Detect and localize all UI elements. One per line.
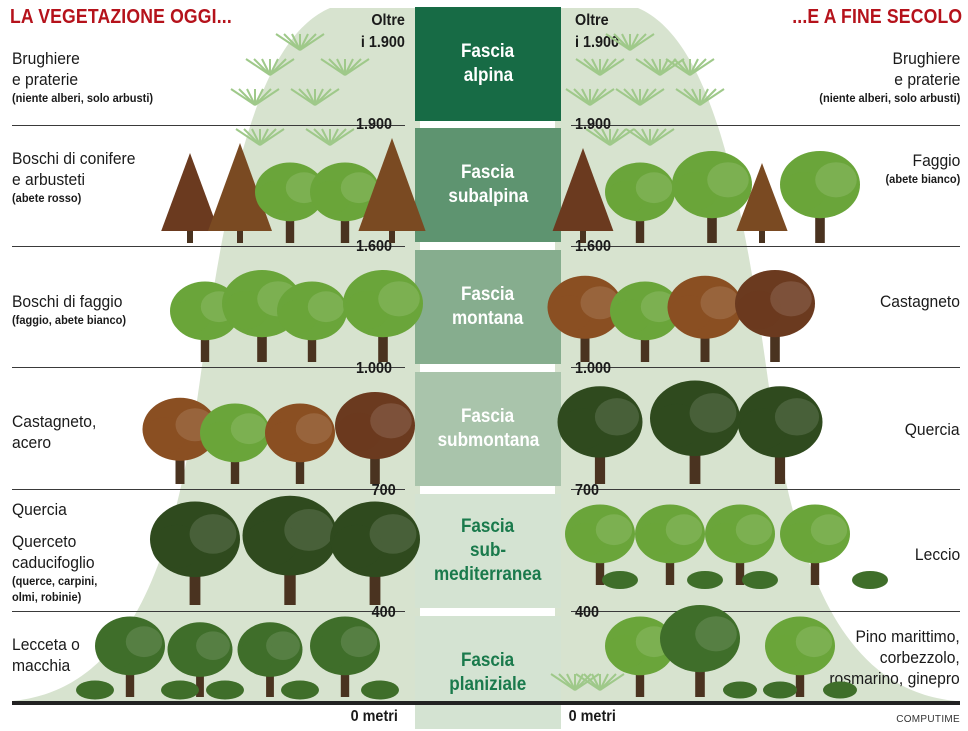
credit: COMPUTIME <box>896 714 960 725</box>
label-right-castagneto-l1: Castagneto <box>880 292 960 311</box>
band-montana-line1: Fascia <box>461 284 515 305</box>
label-right-pino-l1: Pino marittimo, <box>855 627 960 646</box>
label-left-faggio-l1: Boschi di faggio <box>12 292 123 311</box>
band-alpina: Fascia alpina <box>415 7 561 121</box>
divider-400-left <box>12 611 405 612</box>
altitude-top-left: Oltre i 1.900 <box>361 10 405 54</box>
divider-400-right <box>571 611 960 612</box>
divider-700-right <box>571 489 960 490</box>
band-montana-line2: montana <box>452 308 524 329</box>
band-planiziale-line1: Fascia <box>461 649 515 671</box>
label-right-faggio-sub: (abete bianco) <box>885 172 960 186</box>
band-subalpina-line2: subalpina <box>448 186 528 207</box>
ground-line <box>12 701 960 705</box>
altitude-700-left: 700 <box>371 482 396 499</box>
label-left-quercia-l1: Quercia <box>12 500 67 519</box>
label-left-quercia: Quercia <box>12 499 67 520</box>
band-submed-line2: sub- <box>469 540 507 561</box>
band-submontana: Fascia submontana <box>415 372 561 486</box>
label-right-leccio: Leccio <box>915 544 960 565</box>
label-left-castagneto: Castagneto, acero <box>12 411 96 453</box>
label-right-castagneto: Castagneto <box>880 291 960 312</box>
zero-label-left: 0 metri <box>350 708 398 725</box>
band-alpina-line1: Fascia <box>461 41 515 62</box>
band-alpina-line2: alpina <box>463 65 513 86</box>
band-submontana-line2: submontana <box>437 430 539 451</box>
label-left-querceto-l2: caducifoglio <box>12 553 95 572</box>
altitude-400-right: 400 <box>575 604 600 621</box>
band-submediterranea: Fascia sub- mediterranea <box>415 494 561 608</box>
label-left-faggio-sub: (faggio, abete bianco) <box>12 313 127 327</box>
band-submed-line1: Fascia <box>461 516 515 537</box>
altitude-top-right-line1: Oltre <box>575 12 609 29</box>
altitude-top-left-line1: Oltre <box>371 12 405 29</box>
label-left-brughiere-l2: e praterie <box>12 70 79 89</box>
label-left-lecceta-l1: Lecceta o <box>12 635 80 654</box>
altitude-1900-left: 1.900 <box>356 116 393 133</box>
band-montana: Fascia montana <box>415 250 561 364</box>
altitude-1600-left: 1.600 <box>356 238 393 255</box>
band-submed-line3: mediterranea <box>434 564 542 585</box>
divider-700-left <box>12 489 405 490</box>
title-left: LA VEGETAZIONE OGGI... <box>10 6 232 28</box>
label-right-quercia: Quercia <box>905 419 960 440</box>
label-left-conifere-l2: e arbusteti <box>12 170 86 189</box>
label-right-quercia-l1: Quercia <box>905 420 960 439</box>
divider-1600-right <box>571 246 960 247</box>
label-left-brughiere: Brughiere e praterie (niente alberi, sol… <box>12 48 153 106</box>
altitude-1000-right: 1.000 <box>575 360 612 377</box>
label-left-querceto: Querceto caducifoglio (querce, carpini, … <box>12 531 97 605</box>
label-right-brughiere-l1: Brughiere <box>892 49 960 68</box>
label-left-castagneto-l1: Castagneto, <box>12 412 97 431</box>
label-left-brughiere-l1: Brughiere <box>12 49 80 68</box>
zero-label-right: 0 metri <box>568 708 616 725</box>
title-right: ...E A FINE SECOLO <box>791 6 962 28</box>
band-planiziale-line2: planiziale <box>449 673 527 695</box>
label-left-conifere-l1: Boschi di conifere <box>12 149 136 168</box>
label-left-querceto-l1: Querceto <box>12 532 77 551</box>
label-left-querceto-sub1: (querce, carpini, <box>12 574 98 588</box>
label-left-faggio: Boschi di faggio (faggio, abete bianco) <box>12 291 126 328</box>
label-right-faggio-l1: Faggio <box>912 151 960 170</box>
label-right-pino-l2: corbezzolo, <box>880 648 960 667</box>
divider-1000-right <box>571 367 960 368</box>
label-right-leccio-l1: Leccio <box>914 545 960 564</box>
label-right-pino-l3: rosmarino, ginepro <box>829 669 960 688</box>
altitude-700-right: 700 <box>575 482 600 499</box>
label-left-brughiere-sub: (niente alberi, solo arbusti) <box>12 91 154 105</box>
band-planiziale: Fascia planiziale <box>415 616 561 729</box>
label-left-querceto-sub2: olmi, robinie) <box>12 590 82 604</box>
divider-1000-left <box>12 367 405 368</box>
altitude-1000-left: 1.000 <box>356 360 393 377</box>
band-subalpina: Fascia subalpina <box>415 128 561 242</box>
band-submontana-line1: Fascia <box>461 406 515 427</box>
divider-1600-left <box>12 246 405 247</box>
divider-1900-right <box>571 125 960 126</box>
label-right-pino: Pino marittimo, corbezzolo, rosmarino, g… <box>830 626 960 689</box>
label-right-brughiere-l2: e praterie <box>893 70 960 89</box>
label-left-lecceta-l2: macchia <box>12 656 71 675</box>
label-right-faggio: Faggio (abete bianco) <box>885 150 960 187</box>
label-right-brughiere-sub: (niente alberi, solo arbusti) <box>818 91 960 105</box>
altitude-1900-right: 1.900 <box>575 116 612 133</box>
altitude-top-left-line2: i 1.900 <box>360 34 405 51</box>
label-right-brughiere: Brughiere e praterie (niente alberi, sol… <box>819 48 960 106</box>
label-left-conifere: Boschi di conifere e arbusteti (abete ro… <box>12 148 135 206</box>
altitude-top-right-line2: i 1.900 <box>575 34 620 51</box>
band-subalpina-line1: Fascia <box>461 162 515 183</box>
label-left-conifere-sub: (abete rosso) <box>12 191 82 205</box>
altitude-top-right: Oltre i 1.900 <box>575 10 619 54</box>
altitude-1600-right: 1.600 <box>575 238 612 255</box>
label-left-castagneto-l2: acero <box>12 433 52 452</box>
altitude-400-left: 400 <box>371 604 396 621</box>
divider-1900-left <box>12 125 405 126</box>
label-left-lecceta: Lecceta o macchia <box>12 634 80 676</box>
